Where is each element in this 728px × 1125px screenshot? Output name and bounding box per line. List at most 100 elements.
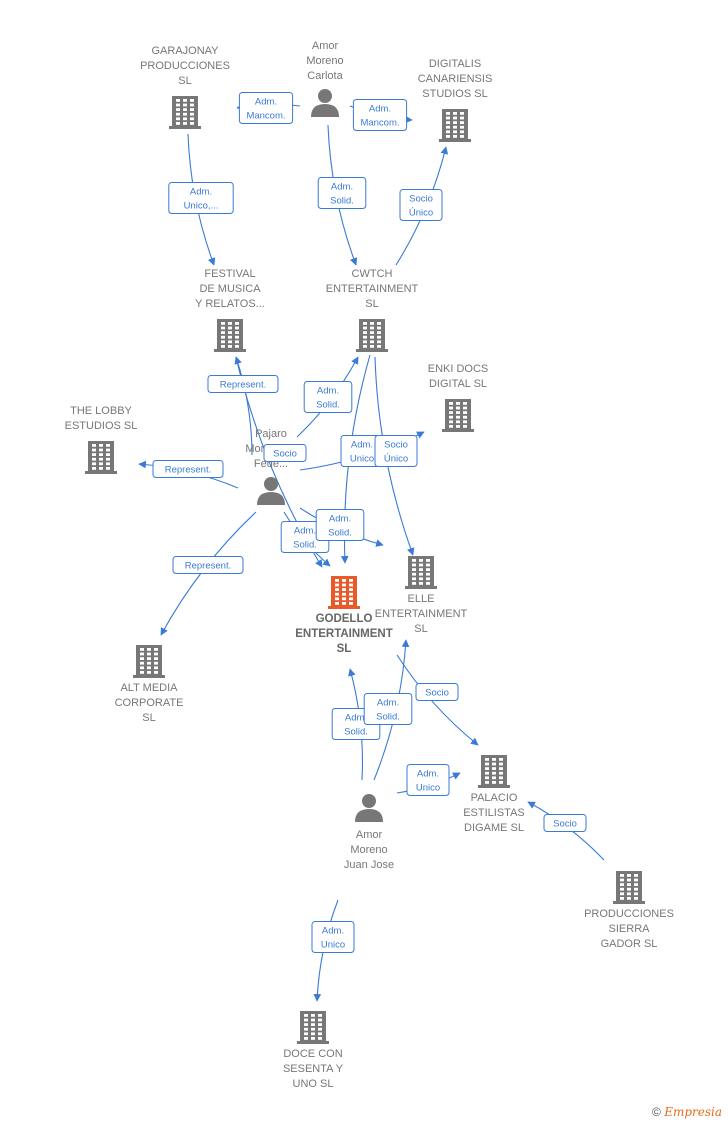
edge-label[interactable]: Represent. — [207, 375, 279, 393]
building-base — [356, 349, 388, 352]
building-base — [169, 126, 201, 129]
building-window — [456, 420, 460, 424]
building-window — [99, 467, 103, 470]
copyright-symbol: © — [652, 1105, 661, 1119]
edge-label[interactable]: Adm.Solid. — [315, 509, 365, 541]
building-window — [412, 559, 416, 562]
node-label: DIGAME SL — [464, 822, 524, 834]
node-label: ENTERTAINMENT — [295, 628, 393, 640]
building-window — [377, 345, 381, 348]
edge-label[interactable]: Adm.Unico — [406, 764, 450, 796]
building-window — [154, 661, 158, 665]
building-window — [99, 453, 103, 456]
building-window — [426, 568, 430, 571]
edge-label[interactable]: Adm.Solid. — [317, 177, 367, 209]
building-window — [634, 887, 638, 891]
building-window — [426, 577, 430, 581]
building-window — [221, 331, 225, 334]
building-window — [228, 340, 232, 344]
building-window — [627, 878, 631, 882]
edge-label-text: Represent. — [220, 380, 266, 391]
edge-label[interactable]: Socio — [415, 683, 459, 701]
edge-label[interactable]: Adm.Mancom. — [352, 99, 408, 131]
building-window — [363, 345, 367, 348]
edge-label-text: Adm. — [351, 440, 373, 451]
building-window — [106, 448, 110, 452]
building-window — [106, 444, 110, 447]
building-window — [349, 602, 353, 605]
building-window — [106, 457, 110, 461]
edge-label[interactable]: Represent. — [172, 556, 244, 574]
node-label: Juan Jose — [344, 859, 394, 871]
building-icon — [613, 871, 645, 904]
edge-label[interactable]: Represent. — [152, 460, 224, 478]
building-window — [460, 135, 464, 138]
building-window — [349, 588, 353, 591]
edge-label[interactable]: Adm.Solid. — [363, 693, 413, 725]
building-base — [297, 1041, 329, 1044]
edge-label[interactable]: Socio — [263, 444, 307, 462]
node-label: GODELLO — [316, 613, 373, 625]
building-window — [453, 121, 457, 124]
edge-label-text: Represent. — [165, 465, 211, 476]
building-window — [147, 657, 151, 660]
building-window — [460, 121, 464, 124]
building-window — [304, 1018, 308, 1022]
building-window — [377, 340, 381, 344]
building-window — [304, 1032, 308, 1036]
building-window — [620, 897, 624, 900]
edge-label-text: Socio — [425, 688, 449, 699]
edge-label[interactable]: Adm.Unico,... — [168, 182, 234, 214]
building-window — [318, 1037, 322, 1040]
building-window — [235, 335, 239, 339]
edge-label-text: Adm. — [255, 97, 277, 108]
building-window — [335, 588, 339, 591]
building-window — [449, 411, 453, 414]
edge-label[interactable]: Socio — [543, 814, 587, 832]
building-window — [147, 661, 151, 665]
building-window — [349, 597, 353, 601]
building-window — [304, 1014, 308, 1017]
edge-label-box — [415, 683, 459, 701]
building-window — [453, 135, 457, 138]
building-window — [492, 767, 496, 770]
brand-logo[interactable]: Empresia — [664, 1105, 722, 1119]
building-window — [147, 648, 151, 651]
node-label: PALACIO — [471, 792, 518, 804]
building-window — [311, 1032, 315, 1036]
edge-label[interactable]: Adm.Unico — [311, 921, 355, 953]
building-window — [190, 117, 194, 121]
building-icon — [356, 319, 388, 352]
edge-labels-layer: Adm.Mancom.Adm.Mancom.Adm.Unico,...Adm.S… — [152, 92, 587, 953]
building-base — [85, 471, 117, 474]
edge-label[interactable]: Adm.Solid. — [303, 381, 353, 413]
building-window — [485, 781, 489, 784]
node-pajaro[interactable]: PajaroMontalbanFede... — [245, 428, 297, 505]
building-window — [228, 345, 232, 348]
building-window — [377, 322, 381, 325]
building-window — [183, 117, 187, 121]
node-label: Amor — [312, 40, 339, 52]
person-icon — [355, 794, 383, 822]
building-window — [311, 1014, 315, 1017]
edge-label-text: Adm. — [377, 698, 399, 709]
building-window — [92, 467, 96, 470]
edge-label[interactable]: Adm.Mancom. — [238, 92, 294, 124]
building-window — [342, 597, 346, 601]
